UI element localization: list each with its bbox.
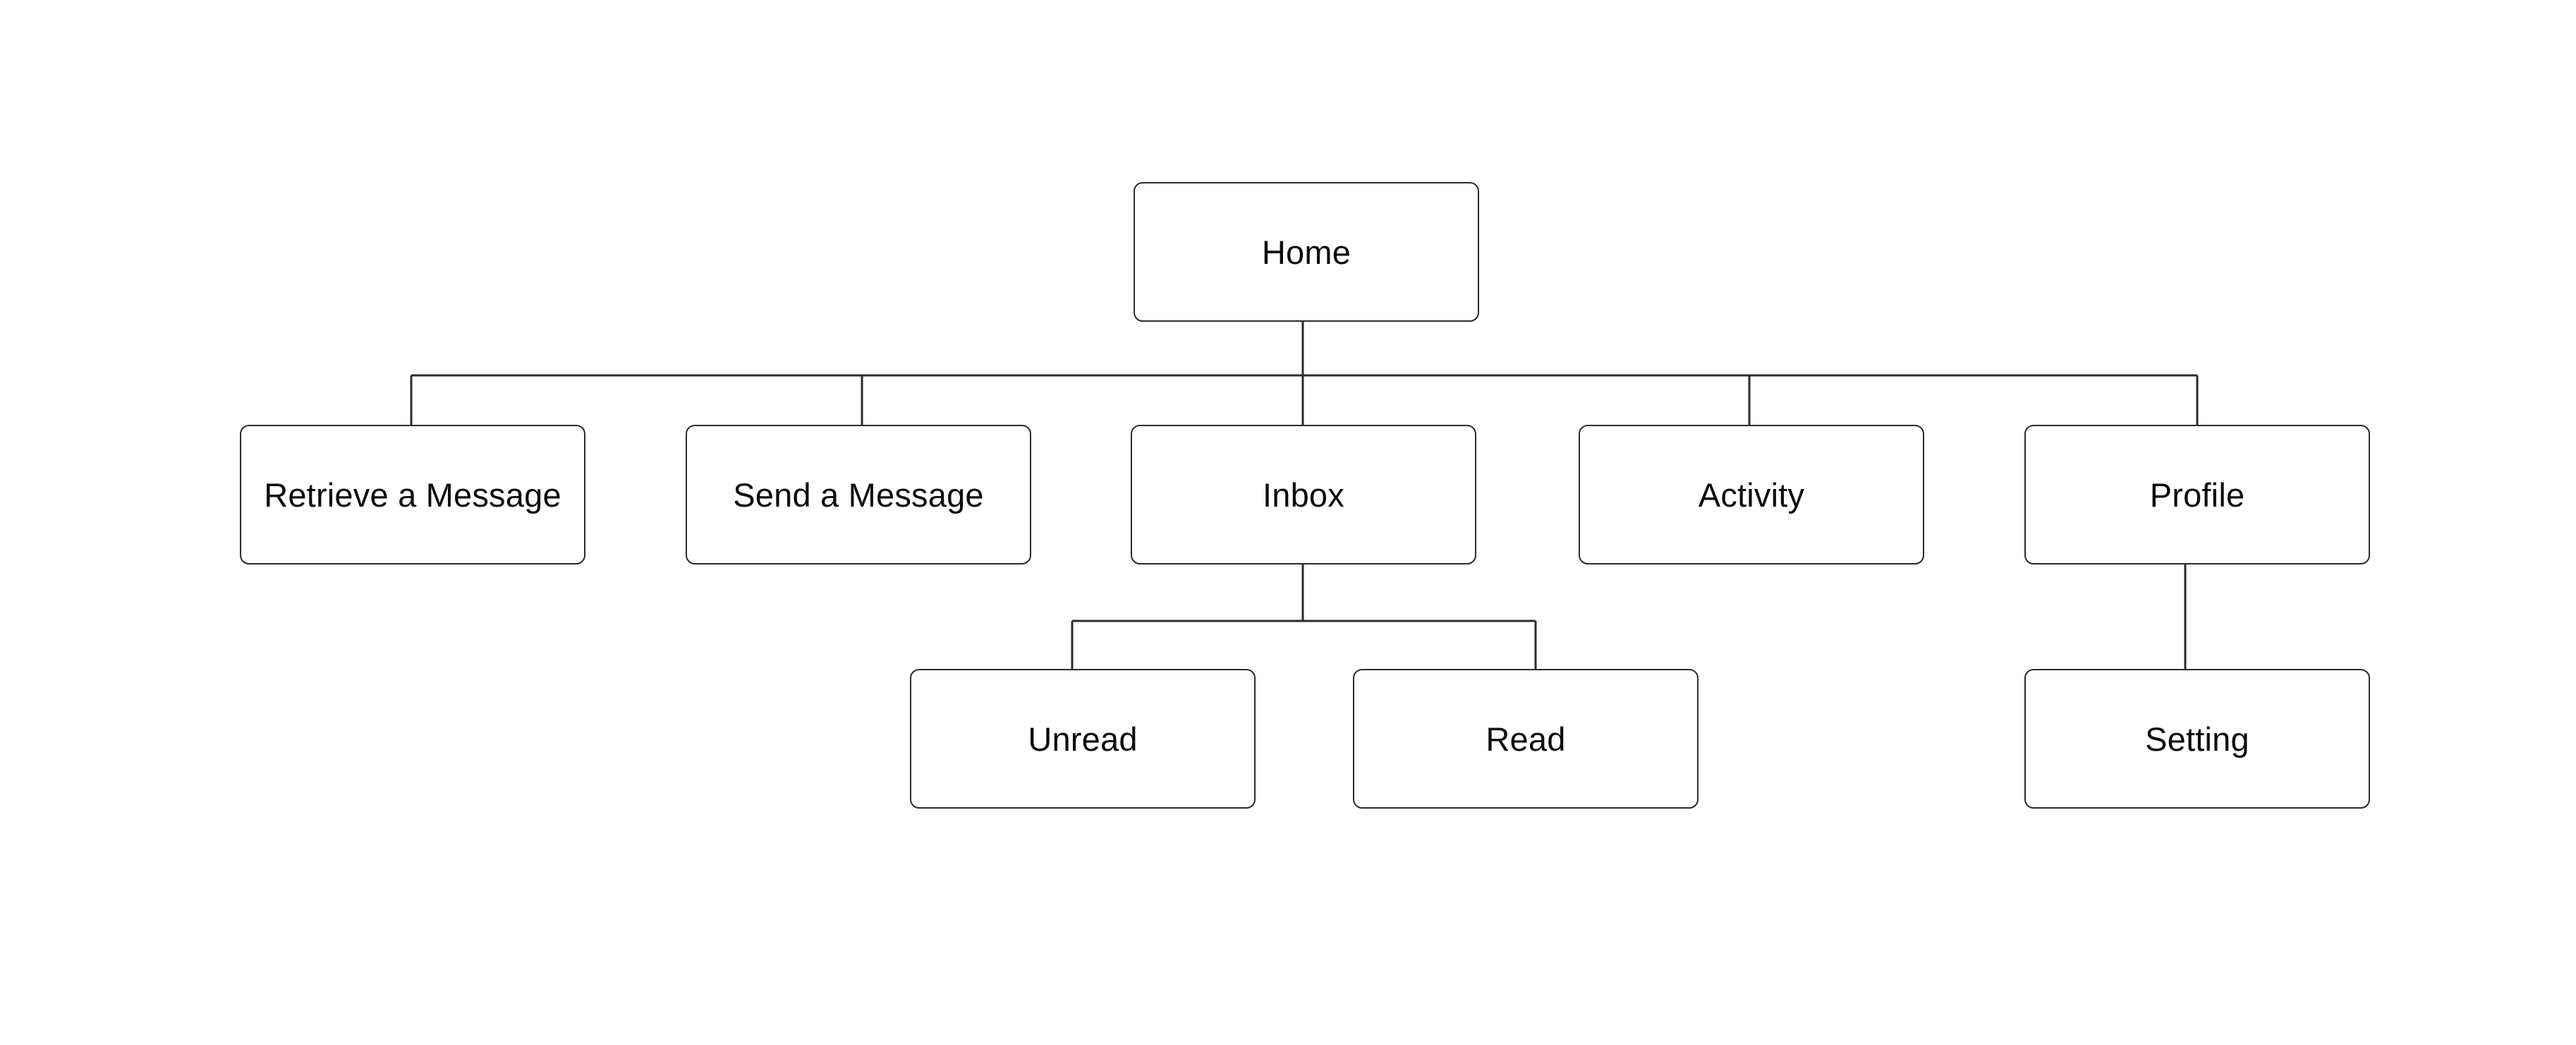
node-setting[interactable]: Setting xyxy=(2024,669,2370,809)
node-label-activity: Activity xyxy=(1698,476,1805,514)
node-label-retrieve-a-message: Retrieve a Message xyxy=(264,476,561,514)
node-send-a-message[interactable]: Send a Message xyxy=(686,425,1031,564)
node-label-unread: Unread xyxy=(1028,720,1138,758)
node-unread[interactable]: Unread xyxy=(910,669,1256,809)
node-profile[interactable]: Profile xyxy=(2024,425,2370,564)
node-inbox[interactable]: Inbox xyxy=(1131,425,1476,564)
node-retrieve-a-message[interactable]: Retrieve a Message xyxy=(240,425,585,564)
node-label-home: Home xyxy=(1261,233,1351,271)
node-read[interactable]: Read xyxy=(1353,669,1699,809)
node-activity[interactable]: Activity xyxy=(1579,425,1924,564)
node-label-setting: Setting xyxy=(2145,720,2249,758)
node-label-inbox: Inbox xyxy=(1263,476,1344,514)
node-home[interactable]: Home xyxy=(1134,182,1479,322)
node-label-read: Read xyxy=(1486,720,1566,758)
node-label-send-a-message: Send a Message xyxy=(733,476,984,514)
node-label-profile: Profile xyxy=(2149,476,2245,514)
